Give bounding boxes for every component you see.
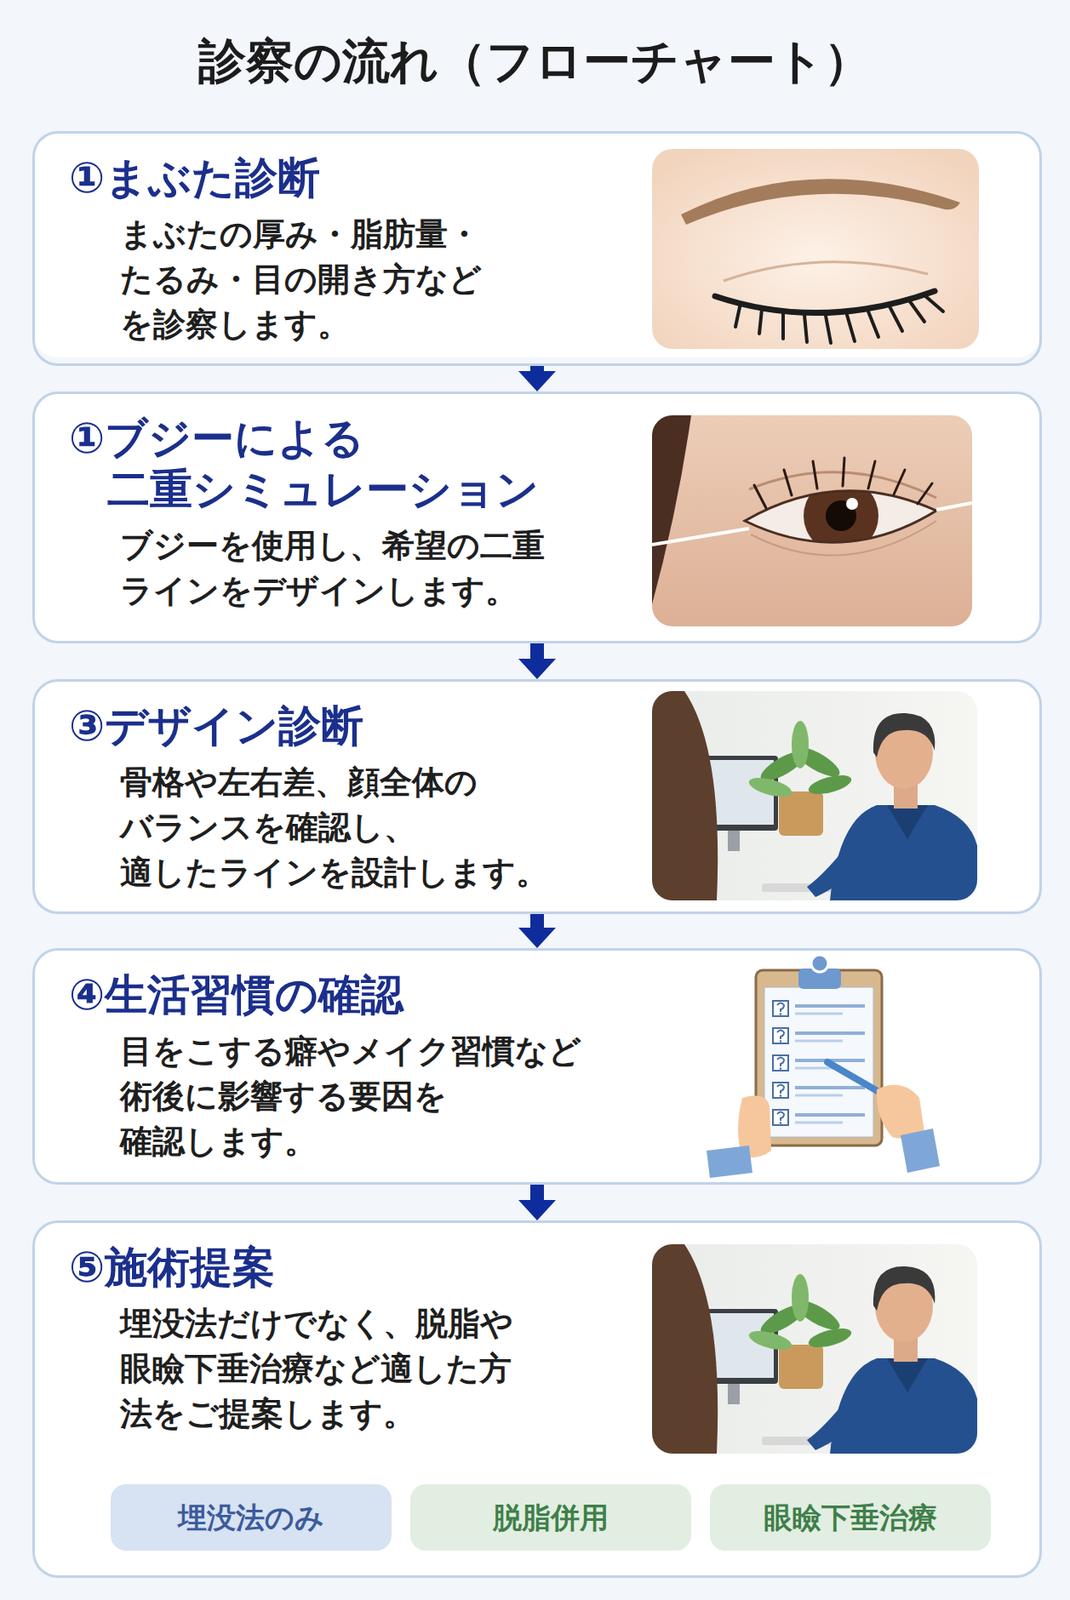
flow-arrow [530,643,544,659]
eyelid-illustration [652,148,979,350]
box-ground [32,1220,1042,1579]
paper [764,987,874,1138]
text-line: 眼瞼下垂治療など適した方 [120,1346,514,1392]
clipboard [755,970,882,1146]
text-line: ラインをデザインします。 [120,568,545,614]
text-line: 埋没法だけでなく、脱脂や [120,1301,514,1347]
step-box: ①ブジーによる 二重シミュレーションブジーを使用し、希望の二重 ラインをデザイン… [32,391,1042,644]
text-line: 術後に影響する要因を [120,1074,582,1120]
title: 診察の流れ（フローチャート） [0,32,1070,90]
text-line: ③デザイン診断 [68,700,364,752]
text-line: 二重シミュレーション [68,463,539,515]
plant [747,720,854,801]
step-description: 目をこする癖やメイク習慣など 術後に影響する要因を 確認します。 [120,1029,582,1165]
flow-arrow [530,1184,544,1201]
option-label: 埋没法のみ [177,1499,325,1536]
doctor-hair [873,713,935,758]
eye-photo [652,415,973,627]
checklist-row [772,1082,865,1099]
flow-arrow [530,366,544,372]
eyebrow [680,178,961,225]
checklist-row [772,1110,865,1126]
bougie [652,528,750,545]
doctor-arm [806,851,862,898]
text-line: ブジーを使用し、希望の二重 [120,523,545,569]
option-pill: 脱脂併用 [410,1484,692,1551]
checklist-row [772,1055,865,1071]
step-box: ④生活習慣の確認目をこする癖やメイク習慣など 術後に影響する要因を 確認します。 [32,948,1042,1185]
text-line: ①まぶた診断 [68,152,321,204]
step-heading: ①ブジーによる 二重シミュレーション [68,412,539,515]
clipboard-illustration [706,955,940,1179]
scrubs-collar [886,805,928,840]
text-line: まぶたの厚み・脂肪量・ [120,211,482,258]
text-line: 適したラインを設計します。 [120,850,549,896]
text-line: 脱脂併用 [492,1499,609,1536]
step-box: ①まぶた診断まぶたの厚み・脂肪量・ たるみ・目の開き方など を診察します。 [32,131,1042,367]
consultation-photo [652,1244,979,1454]
eyelid-line [715,291,935,314]
text-line: 法をご提案します。 [120,1391,514,1437]
step-heading: ④生活習慣の確認 [68,969,404,1021]
step-box: ⑤施術提案埋没法だけでなく、脱脂や 眼瞼下垂治療など適した方 法をご提案します。… [32,1220,1042,1579]
option-label: 眼瞼下垂治療 [763,1499,938,1536]
text-line: バランスを確認し、 [120,805,549,851]
monitor-stand [727,830,740,852]
checklist-row [772,1028,865,1044]
step-description: ブジーを使用し、希望の二重 ラインをデザインします。 [120,523,545,614]
box-ground [32,948,1042,1185]
eyelid-crease [723,262,928,281]
text-line: 骨格や左右差、顔全体の [120,760,549,806]
step-heading: ③デザイン診断 [68,700,364,752]
clip-ring [811,955,829,973]
option-pill: 眼瞼下垂治療 [709,1484,991,1551]
lower-lid [750,520,937,556]
step-heading: ⑤施術提案 [68,1241,275,1294]
patient-hair [652,691,718,901]
eyelashes [754,457,933,509]
box-ground [32,391,1042,644]
step-description: 骨格や左右差、顔全体の バランスを確認し、 適したラインを設計します。 [120,760,549,896]
text-line: たるみ・目の開き方など [120,257,482,303]
step-description: 埋没法だけでなく、脱脂や 眼瞼下垂治療など適した方 法をご提案します。 [120,1301,514,1437]
right-hand [876,1085,925,1139]
option-label: 脱脂併用 [492,1499,609,1536]
right-sleeve [900,1128,940,1173]
eyelashes [735,295,944,344]
text-line: を診察します。 [120,302,482,348]
eye-outline [744,491,937,544]
text-line: ⑤施術提案 [68,1241,275,1294]
left-sleeve [706,1145,753,1179]
step-box: ③デザイン診断骨格や左右差、顔全体の バランスを確認し、 適したラインを設計しま… [32,679,1042,915]
hair [652,415,692,605]
box-ground [32,679,1042,913]
text-line: 眼瞼下垂治療 [763,1499,938,1536]
text-line: 確認します。 [120,1119,582,1165]
text-line: ①ブジーによる [68,412,539,464]
text-line: 目をこする癖やメイク習慣など [120,1029,582,1075]
text-line: ④生活習慣の確認 [68,969,404,1021]
box-ground [32,131,1042,358]
option-pill: 埋没法のみ [110,1484,392,1551]
flow-arrow [530,914,544,928]
skin [652,415,973,627]
plant-pot [778,791,824,836]
checklist-row [772,1001,865,1017]
doctor-scrubs [829,805,978,901]
text-line: 埋没法のみ [177,1499,325,1536]
consultation-photo [652,691,978,901]
step-description: まぶたの厚み・脂肪量・ たるみ・目の開き方など を診察します。 [120,211,482,348]
skin [652,148,979,350]
step-heading: ①まぶた診断 [68,152,321,204]
bougie [936,503,973,510]
